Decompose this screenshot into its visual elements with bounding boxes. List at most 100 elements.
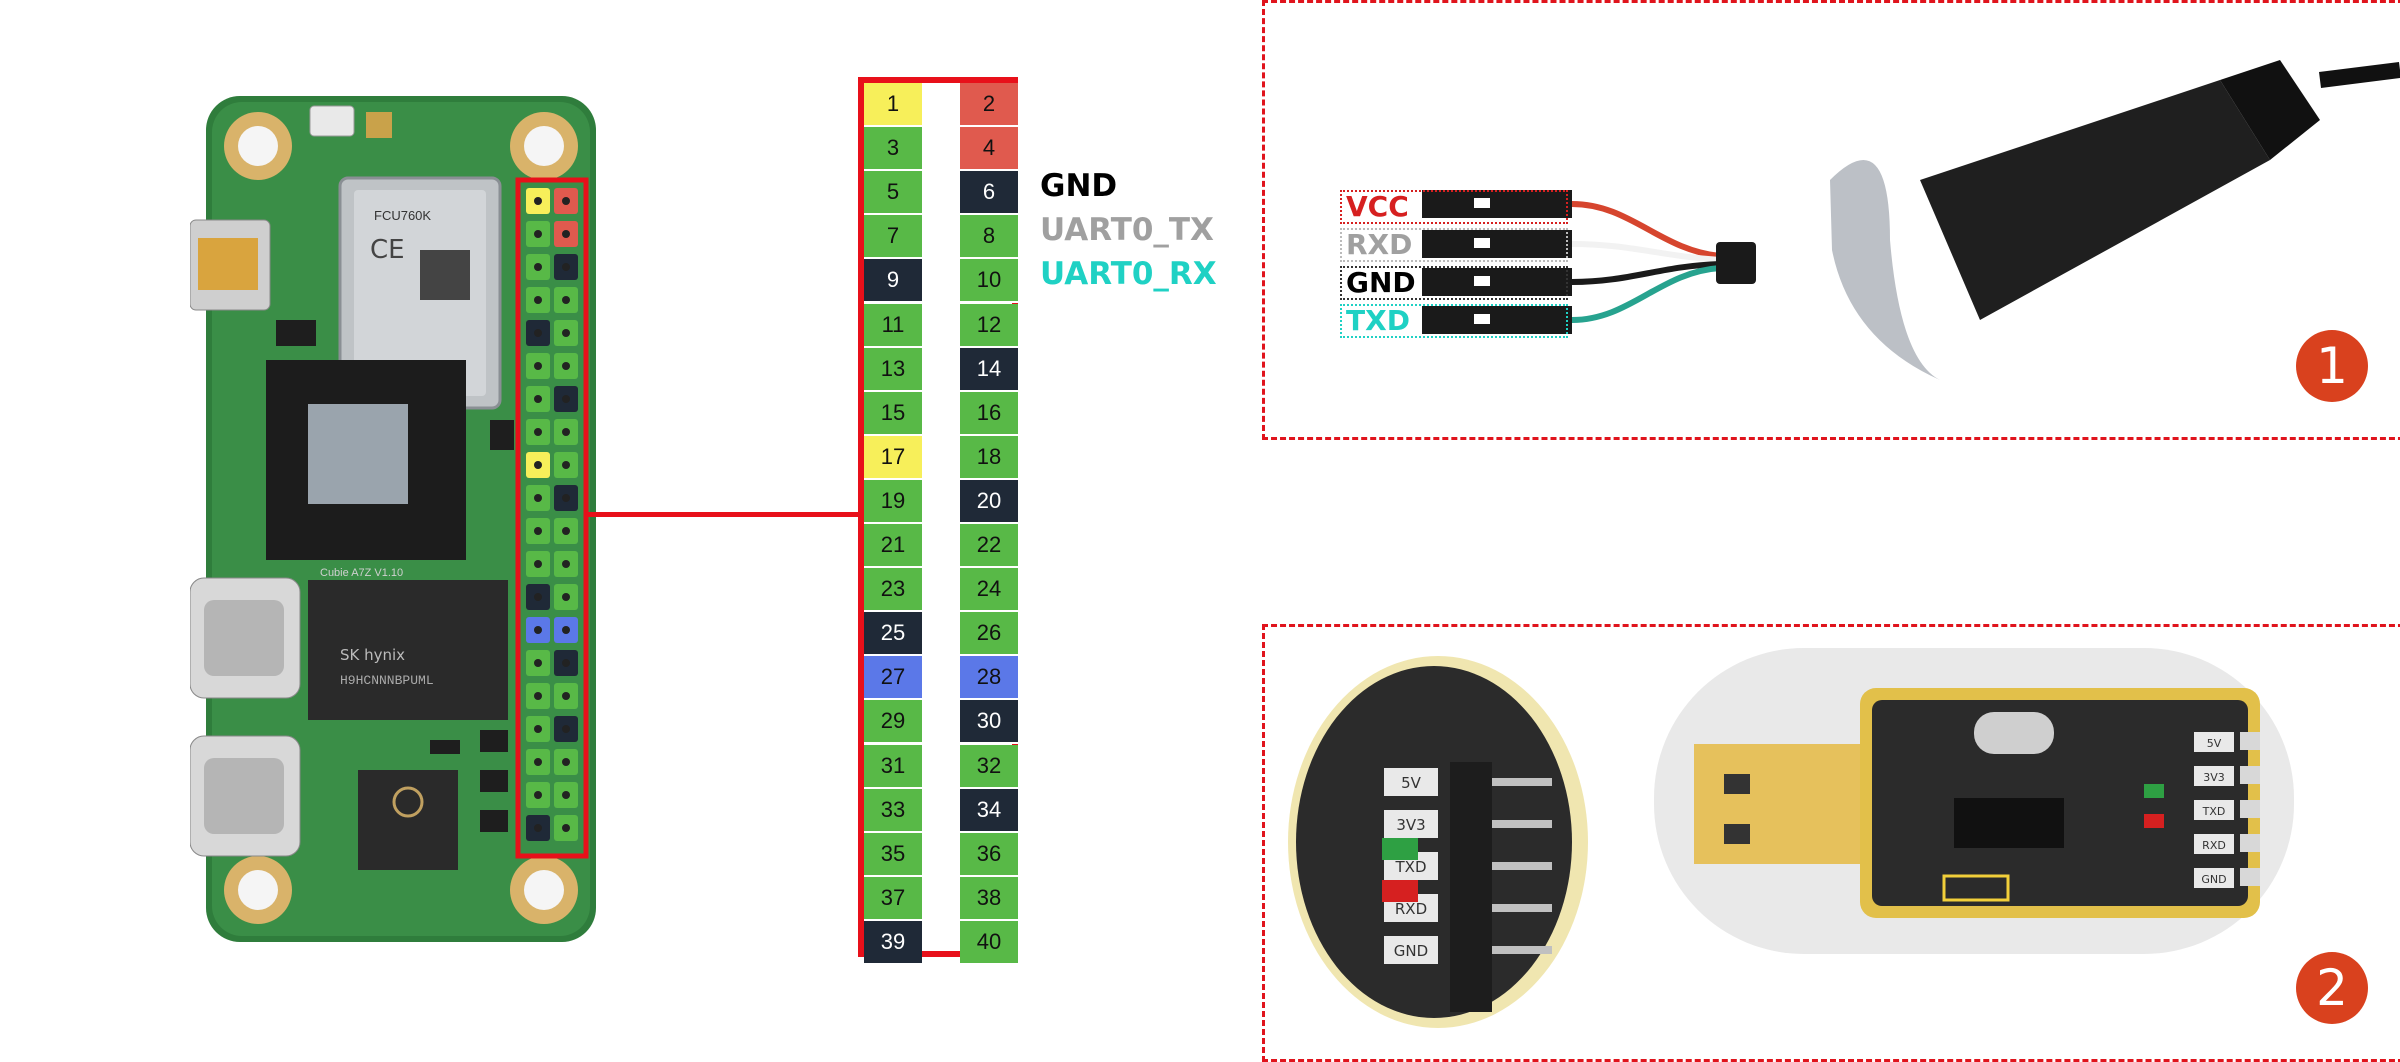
pin-28: 28 [960, 656, 1018, 701]
board-pin-hole [562, 296, 570, 304]
pin-6: 6 [960, 171, 1018, 216]
pin-39: 39 [864, 920, 922, 965]
board-pin-hole [562, 197, 570, 205]
closeup-label-box [1384, 768, 1438, 796]
module-label-5v: 5V [2207, 737, 2222, 750]
board-pin-hole [562, 494, 570, 502]
vcc-wire-label: VCC [1340, 190, 1568, 224]
mounting-hole [510, 112, 578, 180]
pin-22: 22 [960, 524, 1018, 569]
uart0-rx-label: UART0_RX [1040, 256, 1217, 292]
board-pin-hole [534, 527, 542, 535]
rxd-wire-label: RXD [1340, 228, 1568, 262]
ram-part-label: H9HCNNNBPUML [340, 673, 434, 688]
wifi-module-label: FCU760K [374, 208, 431, 223]
mounting-hole [510, 856, 578, 924]
board-pin-hole [562, 263, 570, 271]
pin-36: 36 [960, 832, 1018, 877]
board-pin-hole [534, 230, 542, 238]
module-label-box [2194, 800, 2234, 820]
board-pin-hole [562, 560, 570, 568]
pin-31: 31 [864, 744, 922, 789]
panel-badge-1: 1 [2296, 330, 2368, 402]
module-label-3v3: 3V3 [2203, 771, 2225, 784]
board-pin-hole [534, 494, 542, 502]
pin-34: 34 [960, 788, 1018, 833]
board-pin-hole [562, 692, 570, 700]
pin-19: 19 [864, 479, 922, 524]
txd-wire-label: TXD [1340, 304, 1568, 338]
board-pin-hole [534, 791, 542, 799]
module-label-box [2194, 834, 2234, 854]
board-pin-hole [562, 329, 570, 337]
board-pin-hole [534, 461, 542, 469]
module-label-box [2194, 732, 2234, 752]
pin-17: 17 [864, 435, 922, 480]
board-pin-hole [562, 428, 570, 436]
pin-11: 11 [864, 303, 922, 348]
board-pin-hole [534, 593, 542, 601]
pin-25: 25 [864, 612, 922, 657]
board-pin-hole [534, 659, 542, 667]
pin-8: 8 [960, 215, 1018, 260]
board-pin-hole [534, 626, 542, 634]
pin-30: 30 [960, 700, 1018, 745]
pin-29: 29 [864, 700, 922, 745]
board-pin-hole [534, 758, 542, 766]
svg-text:CE: CE [370, 235, 405, 265]
mounting-hole [224, 856, 292, 924]
ch340-module-panel [1262, 624, 2400, 1062]
board-pin-hole [534, 362, 542, 370]
pin-1: 1 [864, 83, 922, 128]
mounting-hole [224, 112, 292, 180]
pin-13: 13 [864, 347, 922, 392]
closeup-label-box [1384, 810, 1438, 838]
closeup-label-3v3: 3V3 [1396, 816, 1425, 834]
pin-40: 40 [960, 920, 1018, 965]
pin-20: 20 [960, 479, 1018, 524]
pin-3: 3 [864, 127, 922, 172]
pin-38: 38 [960, 876, 1018, 921]
board-pin-hole [534, 824, 542, 832]
board-pin-hole [562, 725, 570, 733]
pin-32: 32 [960, 744, 1018, 789]
usb-ttl-cable-panel [1262, 0, 2400, 440]
board-pin-hole [562, 461, 570, 469]
gpio-header-highlight [515, 177, 589, 859]
module-label-gnd: GND [2201, 873, 2226, 886]
pin-7: 7 [864, 215, 922, 260]
connector-line [588, 512, 860, 517]
board-pin-hole [562, 395, 570, 403]
gnd-wire-label: GND [1340, 266, 1568, 300]
pin-14: 14 [960, 347, 1018, 392]
pin-27: 27 [864, 656, 922, 701]
board-pin-hole [562, 593, 570, 601]
module-label-txd: TXD [2202, 805, 2226, 818]
pin-23: 23 [864, 568, 922, 613]
pin-16: 16 [960, 391, 1018, 436]
module-label-box [2194, 868, 2234, 888]
board-pin-hole [562, 230, 570, 238]
board-pin-hole [562, 824, 570, 832]
module-label-box [2194, 766, 2234, 786]
pin-4: 4 [960, 127, 1018, 172]
board-pin-hole [534, 428, 542, 436]
pin-35: 35 [864, 832, 922, 877]
gnd-label: GND [1040, 168, 1118, 204]
pin-15: 15 [864, 391, 922, 436]
single-board-computer-image: FCU760K CE SK hynix H9HCNNNBPUML Cubie A… [190, 96, 596, 942]
gpio-header [526, 188, 578, 841]
closeup-label-box [1384, 936, 1438, 964]
uart0-tx-label: UART0_TX [1040, 212, 1214, 248]
board-pin-hole [534, 395, 542, 403]
pin-9: 9 [864, 259, 922, 304]
board-pin-hole [534, 197, 542, 205]
usb-serial-cable-image [1422, 60, 2400, 380]
closeup-label-txd: TXD [1395, 858, 1427, 876]
module-label-rxd: RXD [2202, 839, 2226, 852]
board-pin-hole [534, 692, 542, 700]
pin-26: 26 [960, 612, 1018, 657]
